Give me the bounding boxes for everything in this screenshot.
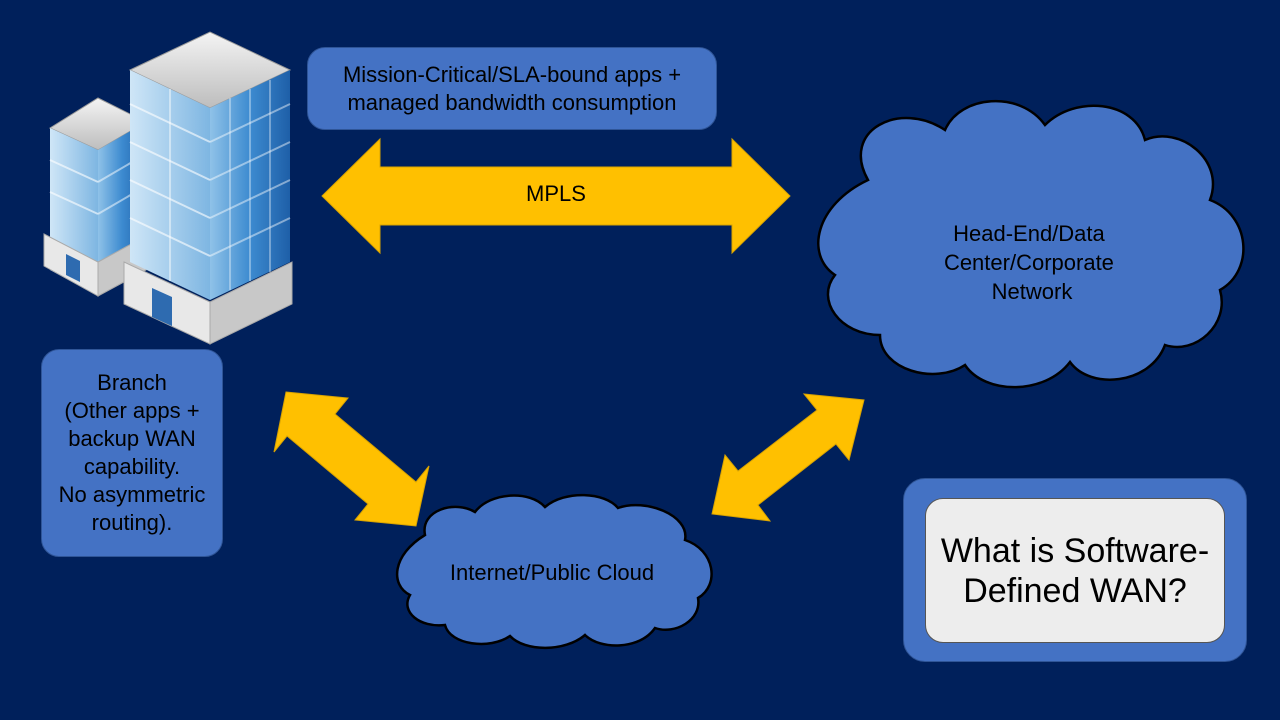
mission-critical-box: Mission-Critical/SLA-bound apps + manage… bbox=[307, 47, 717, 130]
datacenter-line-2: Center/Corporate bbox=[944, 250, 1114, 275]
internet-cloud-label: Internet/Public Cloud bbox=[450, 560, 654, 585]
datacenter-line-1: Head-End/Data bbox=[953, 221, 1105, 246]
office-buildings-icon bbox=[43, 31, 293, 345]
branch-line-1: Branch bbox=[97, 370, 167, 395]
sdwan-question-box: What is Software- Defined WAN? bbox=[925, 498, 1225, 643]
internet-cloud bbox=[395, 493, 713, 650]
sdwan-line-2: Defined WAN? bbox=[963, 571, 1187, 610]
branch-line-4: capability. bbox=[83, 454, 181, 479]
internet-datacenter-arrow bbox=[711, 393, 865, 522]
mission-line-2: managed bandwidth consumption bbox=[347, 89, 677, 115]
branch-line-6: routing). bbox=[91, 510, 173, 535]
branch-line-5: No asymmetric bbox=[58, 482, 206, 507]
datacenter-line-3: Network bbox=[992, 279, 1074, 304]
sdwan-line-1: What is Software- bbox=[940, 531, 1210, 570]
branch-line-3: backup WAN bbox=[68, 426, 196, 451]
mission-line-1: Mission-Critical/SLA-bound apps + bbox=[342, 61, 682, 87]
branch-line-2: (Other apps + bbox=[64, 398, 200, 423]
mpls-label: MPLS bbox=[526, 181, 586, 206]
datacenter-cloud bbox=[817, 100, 1245, 389]
datacenter-cloud-label: Head-End/Data Center/Corporate Network bbox=[944, 221, 1120, 304]
branch-internet-arrow bbox=[273, 391, 430, 527]
mpls-arrow bbox=[321, 137, 791, 255]
branch-box: Branch (Other apps + backup WAN capabili… bbox=[41, 349, 223, 557]
